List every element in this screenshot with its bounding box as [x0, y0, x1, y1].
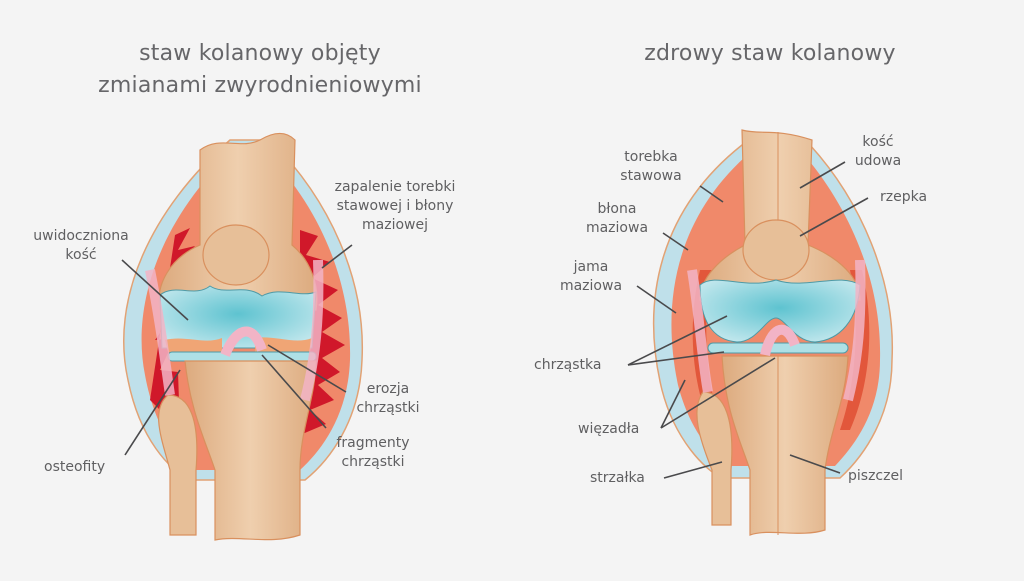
label-cartilage: chrząstka — [534, 357, 602, 373]
label-capsule-inflammation: zapalenie torebki stawowej i błony mazio… — [334, 179, 456, 233]
label-synovial-cavity: jama maziowa — [559, 259, 623, 294]
healthy-knee-title: zdrowy staw kolanowy — [644, 41, 896, 66]
label-fibula: strzałka — [590, 470, 645, 486]
leader-lines — [121, 161, 869, 479]
label-patella: rzepka — [880, 189, 928, 205]
degenerative-knee-illustration — [123, 132, 364, 541]
label-osteophytes: osteofity — [44, 459, 106, 475]
label-ligaments: więzadła — [578, 421, 640, 437]
label-synovial-membrane: błona maziowa — [585, 201, 649, 236]
degenerative-knee-title: staw kolanowy objęty zmianami zwyrodnien… — [40, 38, 480, 102]
label-tibia: piszczel — [848, 468, 903, 484]
label-visible-bone: uwidoczniona kość — [33, 228, 129, 263]
degenerative-knee-title-line1: staw kolanowy objęty — [139, 41, 381, 66]
label-femur: kość udowa — [854, 134, 902, 169]
degenerative-knee-title-line2: zmianami zwyrodnieniowymi — [98, 73, 422, 98]
label-joint-capsule: torebka stawowa — [620, 149, 682, 184]
label-cartilage-erosion: erozja chrząstki — [356, 381, 420, 416]
label-cartilage-fragments: fragmenty chrząstki — [336, 435, 410, 470]
healthy-knee-illustration — [653, 129, 894, 536]
